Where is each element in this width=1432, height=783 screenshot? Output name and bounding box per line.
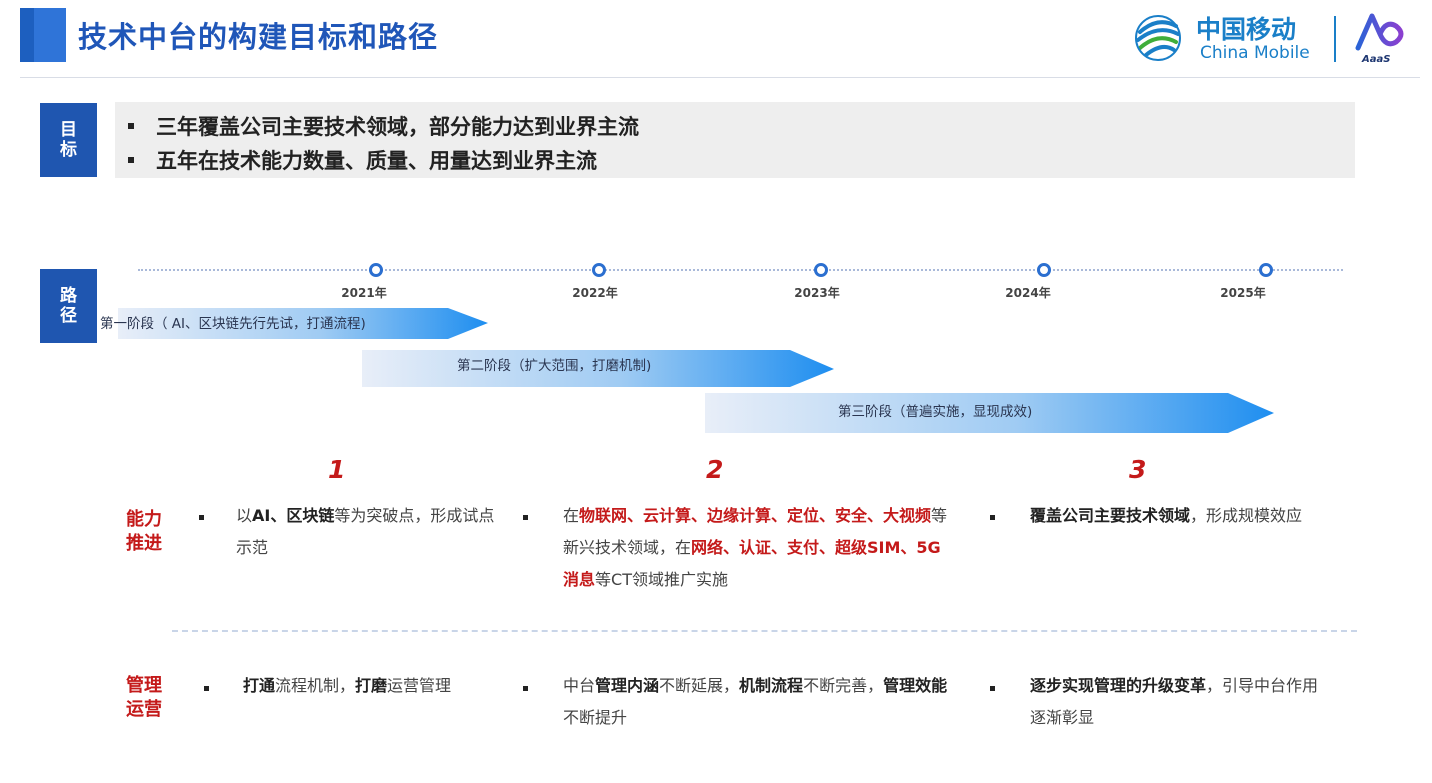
goal-tag-label: 目标: [60, 120, 77, 160]
timeline-milestone-icon: [1037, 263, 1051, 277]
bullet-icon: [204, 686, 209, 691]
stage-3-arrow: [705, 393, 1274, 433]
bullet-icon: [128, 157, 134, 163]
cell-text-segment: ，形成规模效应: [1190, 506, 1303, 525]
timeline-milestone-icon: [1259, 263, 1273, 277]
management-cell-2: 中台管理内涵不断延展，机制流程不断完善，管理效能不断提升: [563, 670, 948, 734]
cell-text-segment: 不断延展，: [659, 676, 740, 695]
title-accent-bar: [20, 8, 66, 62]
logo-english-text: China Mobile: [1200, 43, 1310, 63]
timeline-line: [138, 269, 1343, 271]
row-separator: [172, 630, 1357, 632]
timeline-milestone-icon: [592, 263, 606, 277]
page-title: 技术中台的构建目标和路径: [78, 20, 439, 54]
cell-text-segment: 在: [563, 506, 580, 525]
cell-text-segment: 网络、认证、支付、超级SIM、5G消息: [563, 538, 941, 589]
bullet-icon: [199, 515, 204, 520]
cell-text-segment: 打通: [243, 676, 276, 695]
cell-text-segment: 覆盖公司主要技术领域: [1030, 506, 1191, 525]
column-number: 2: [706, 455, 724, 484]
goal-box: [115, 102, 1355, 178]
year-label: 2022年: [572, 286, 618, 300]
cell-text-segment: 逐步实现管理的升级变革: [1030, 676, 1207, 695]
bullet-icon: [990, 515, 995, 520]
cell-text-segment: ，引导中台作用逐渐彰显: [1030, 676, 1319, 727]
year-label: 2021年: [341, 286, 387, 300]
goal-item-text: 三年覆盖公司主要技术领域，部分能力达到业界主流: [156, 115, 639, 139]
capability-cell-3: 覆盖公司主要技术领域，形成规模效应: [1030, 500, 1315, 532]
bullet-icon: [128, 123, 134, 129]
cell-text-segment: 不断完善，: [803, 676, 884, 695]
cell-text-segment: 等新兴技术领域，在: [563, 506, 948, 557]
bullet-icon: [523, 515, 528, 520]
logo-divider: [1334, 16, 1336, 62]
goal-item: 三年覆盖公司主要技术领域，部分能力达到业界主流: [128, 111, 639, 141]
aaas-logo-icon: [1355, 13, 1404, 51]
year-label: 2024年: [1005, 286, 1051, 300]
stage-2-label: 第二阶段（扩大范围，打磨机制): [457, 358, 652, 374]
timeline-milestone-icon: [814, 263, 828, 277]
stage-2-arrow: [362, 350, 834, 387]
capability-cell-1: 以AI、区块链等为突破点，形成试点示范: [236, 500, 498, 564]
logo-chinese-text: 中国移动: [1196, 15, 1297, 44]
cell-text-segment: 中台: [563, 676, 596, 695]
row-head-capability: 能力推进: [126, 509, 162, 554]
goal-item-text: 五年在技术能力数量、质量、用量达到业界主流: [156, 149, 597, 173]
cell-text-segment: 等为突破点，形成试点示范: [236, 506, 495, 557]
cell-text-segment: 等CT领域推广实施: [595, 570, 728, 589]
goal-item: 五年在技术能力数量、质量、用量达到业界主流: [128, 145, 597, 175]
cell-text-segment: 管理内涵: [595, 676, 660, 695]
header-divider: [20, 77, 1420, 78]
row-head-management: 管理运营: [126, 675, 162, 720]
management-cell-1: 打通流程机制，打磨运营管理: [243, 670, 508, 702]
cell-text-segment: 运营管理: [387, 676, 452, 695]
stage-1-label: 第一阶段（ AI、区块链先行先试，打通流程): [100, 316, 366, 332]
cell-text-segment: 机制流程: [739, 676, 804, 695]
stage-1-arrow: [118, 308, 488, 339]
goal-tag: 目标: [40, 103, 97, 177]
cell-text-segment: 物联网、云计算、边缘计算、定位、安全、大视频: [579, 506, 932, 525]
year-label: 2023年: [794, 286, 840, 300]
cell-text-segment: 打磨: [355, 676, 388, 695]
bullet-icon: [990, 686, 995, 691]
cell-text-segment: 以: [236, 506, 253, 525]
bullet-icon: [523, 686, 528, 691]
cell-text-segment: AI、区块链: [252, 506, 335, 525]
management-cell-3: 逐步实现管理的升级变革，引导中台作用逐渐彰显: [1030, 670, 1322, 734]
path-tag-label: 路径: [60, 286, 77, 326]
year-label: 2025年: [1220, 286, 1266, 300]
cell-text-segment: 不断提升: [563, 708, 628, 727]
china-mobile-logo-icon: [1135, 15, 1181, 61]
stage-3-label: 第三阶段（普遍实施，显现成效): [838, 404, 1033, 420]
path-tag: 路径: [40, 269, 97, 343]
cell-text-segment: 流程机制，: [275, 676, 356, 695]
column-number: 3: [1129, 455, 1147, 484]
column-number: 1: [328, 455, 346, 484]
timeline-milestone-icon: [369, 263, 383, 277]
aaas-logo-text: AaaS: [1362, 54, 1391, 65]
capability-cell-2: 在物联网、云计算、边缘计算、定位、安全、大视频等新兴技术领域，在网络、认证、支付…: [563, 500, 948, 596]
cell-text-segment: 管理效能: [883, 676, 948, 695]
